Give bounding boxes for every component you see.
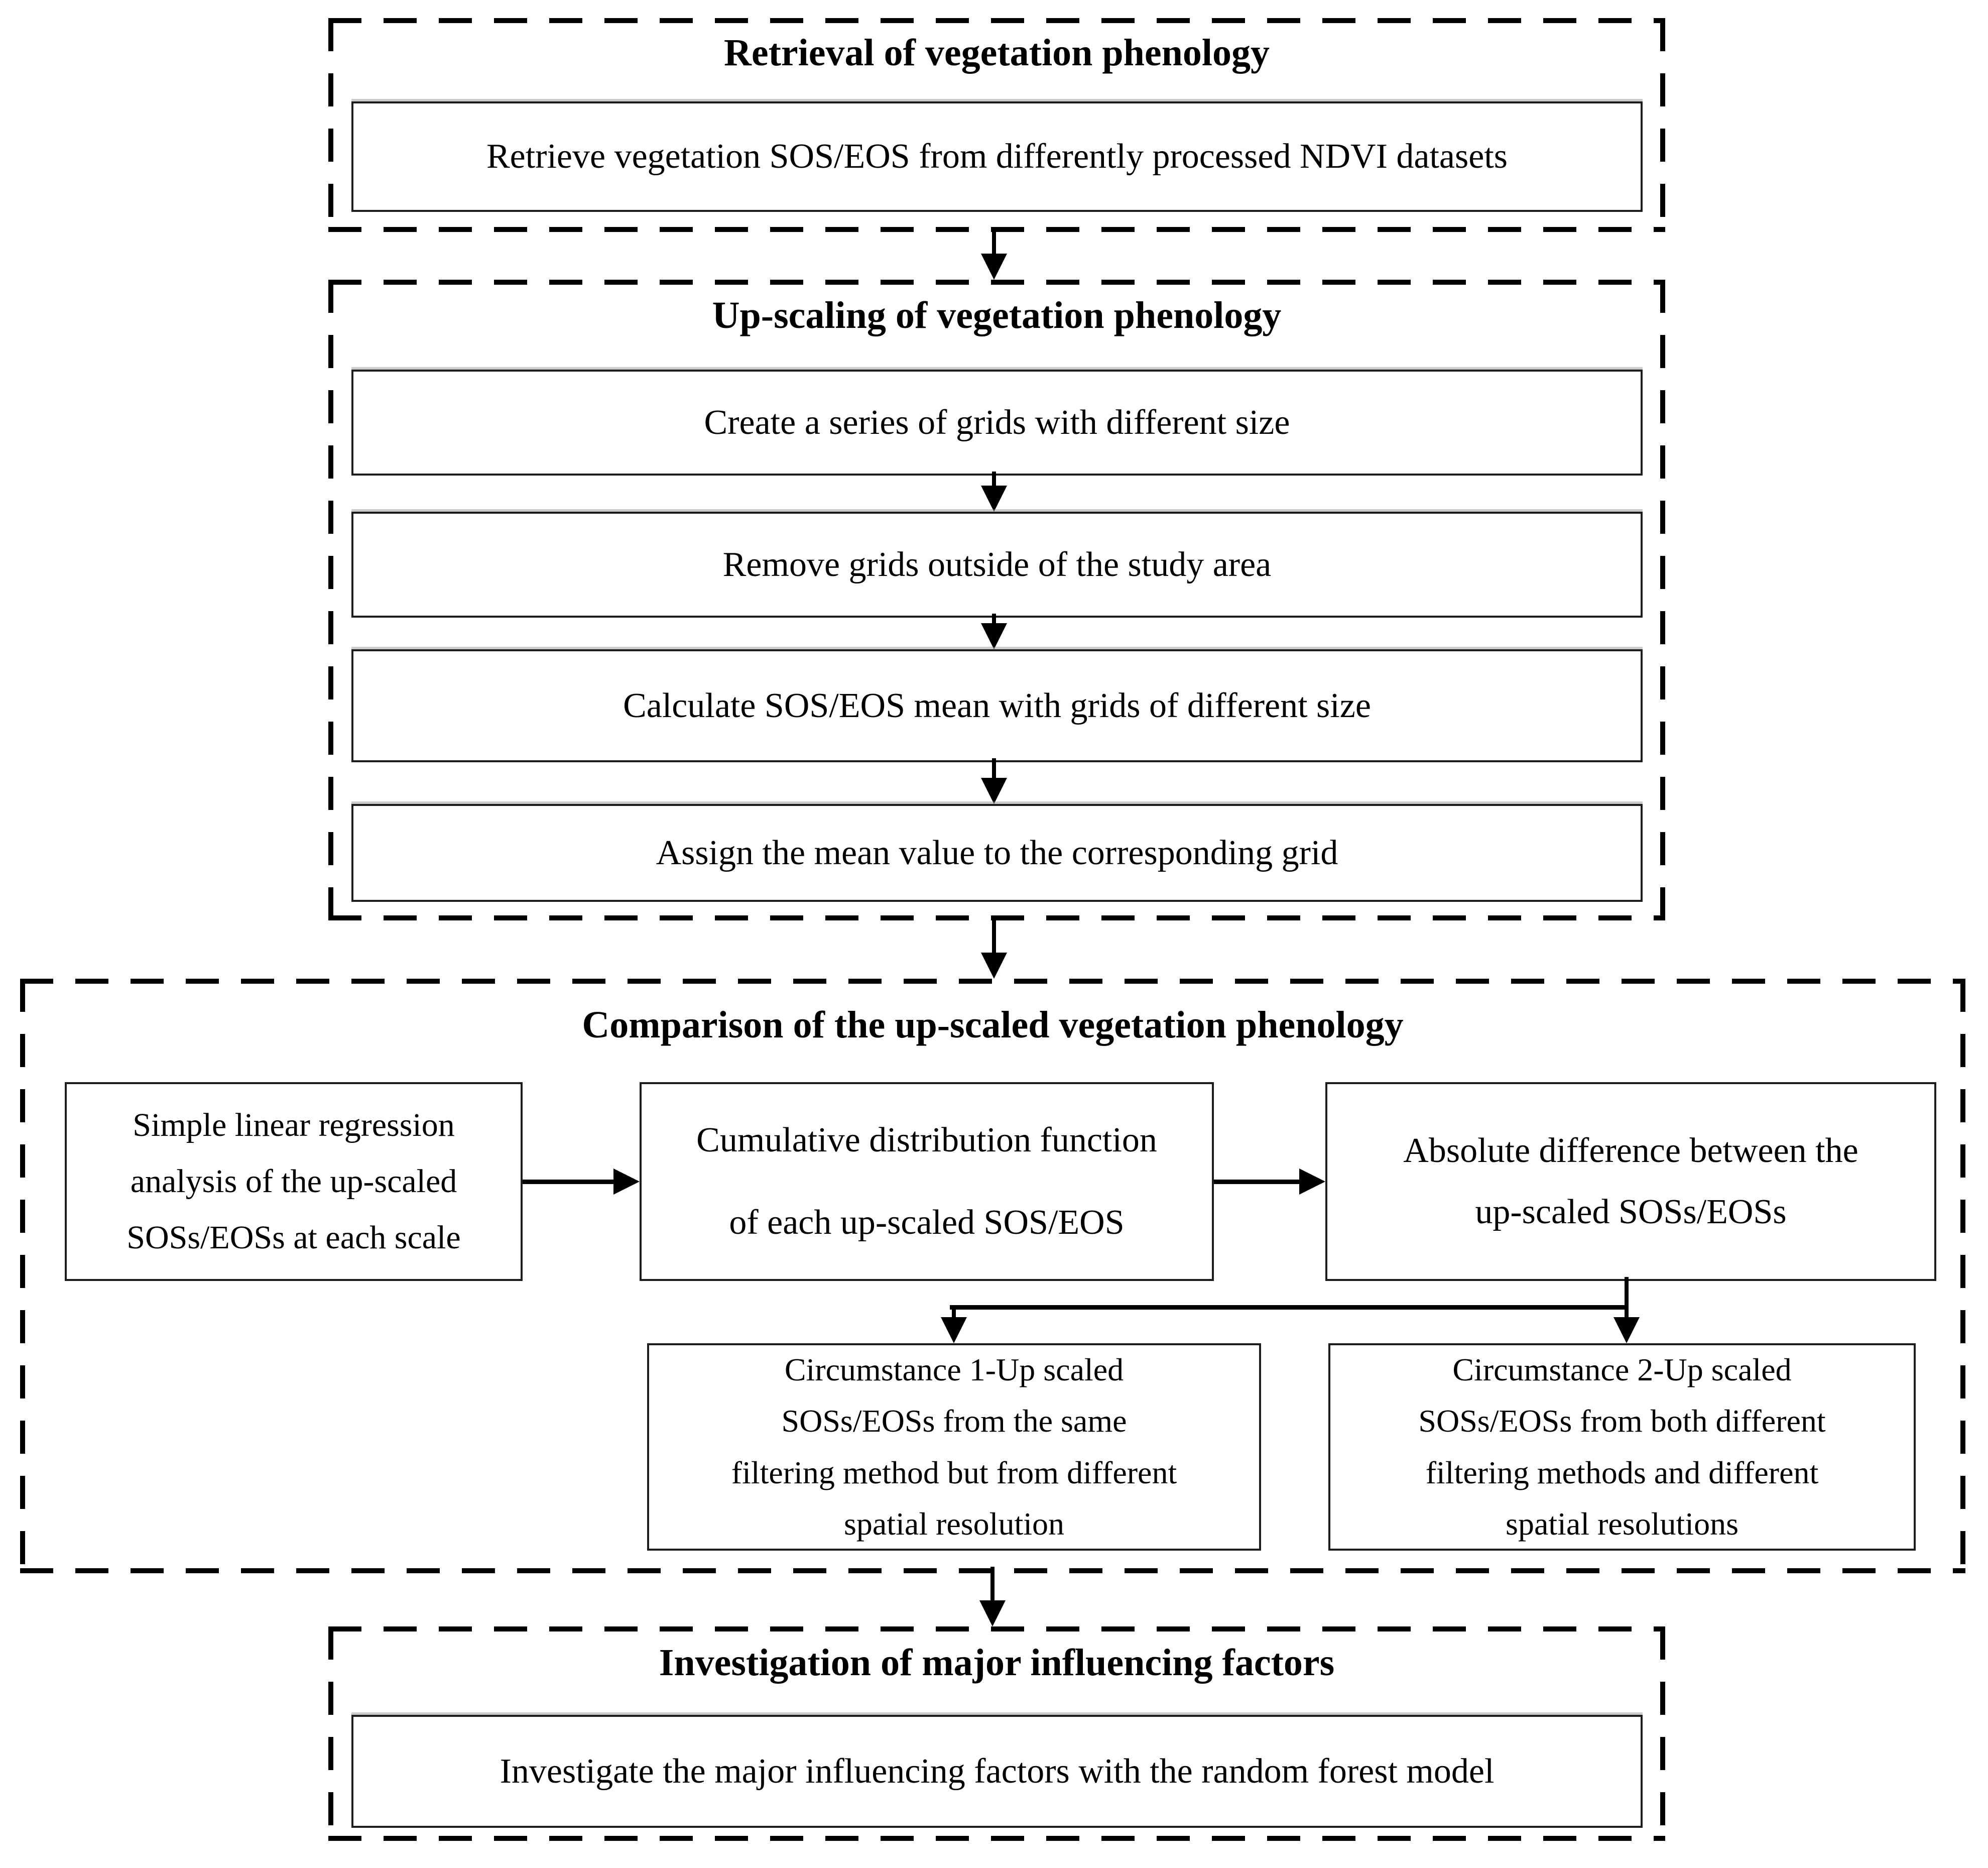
down-arrow-shaft <box>992 232 996 256</box>
down-arrow-shaft <box>952 1305 956 1320</box>
retrieval-step-text: Retrieve vegetation SOS/EOS from differe… <box>486 137 1508 176</box>
right-arrow-head-icon <box>1299 1169 1325 1195</box>
branch-drop-line <box>1625 1277 1629 1310</box>
upscaling-step-text: Remove grids outside of the study area <box>722 545 1272 584</box>
right-arrow-shaft <box>1214 1180 1302 1184</box>
comparison-cdf-box: Cumulative distribution function of each… <box>640 1082 1214 1281</box>
upscaling-step-box: Calculate SOS/EOS mean with grids of dif… <box>351 649 1643 762</box>
box-line: Circumstance 2-Up scaled <box>1452 1351 1792 1387</box>
box-line: spatial resolutions <box>1506 1505 1738 1542</box>
box-line: Absolute difference between the <box>1403 1131 1858 1170</box>
circumstance-1-box: Circumstance 1-Up scaled SOSs/EOSs from … <box>647 1343 1261 1551</box>
down-arrow-head-icon <box>1613 1317 1640 1343</box>
upscaling-step-box: Assign the mean value to the correspondi… <box>351 804 1643 902</box>
box-line: filtering method but from different <box>731 1454 1177 1490</box>
down-arrow-shaft <box>992 614 996 626</box>
upscaling-step-text: Create a series of grids with different … <box>704 403 1290 442</box>
right-arrow-head-icon <box>613 1169 640 1195</box>
comparison-absdiff-box: Absolute difference between the up-scale… <box>1325 1082 1936 1281</box>
section-comparison-title: Comparison of the up-scaled vegetation p… <box>582 1004 1404 1046</box>
investigation-step-text: Investigate the major influencing factor… <box>500 1752 1495 1791</box>
right-arrow-shaft <box>523 1180 616 1184</box>
box-line: Simple linear regression <box>133 1106 455 1143</box>
down-arrow-head-icon <box>981 623 1007 649</box>
down-arrow-head-icon <box>981 486 1007 512</box>
retrieval-step-box: Retrieve vegetation SOS/EOS from differe… <box>351 101 1643 212</box>
down-arrow-shaft <box>992 920 996 955</box>
down-arrow-shaft <box>992 758 996 780</box>
down-arrow-head-icon <box>981 778 1007 804</box>
box-line: of each up-scaled SOS/EOS <box>729 1203 1125 1242</box>
box-line: up-scaled SOSs/EOSs <box>1475 1193 1787 1231</box>
box-line: SOSs/EOSs at each scale <box>127 1219 461 1256</box>
down-arrow-head-icon <box>979 1600 1006 1626</box>
box-line: SOSs/EOSs from both different <box>1418 1403 1826 1439</box>
down-arrow-head-icon <box>981 953 1007 979</box>
branch-horizontal-line <box>950 1305 1629 1310</box>
down-arrow-shaft <box>990 1567 995 1603</box>
box-line: Cumulative distribution function <box>696 1120 1157 1159</box>
circumstance-2-box: Circumstance 2-Up scaled SOSs/EOSs from … <box>1328 1343 1916 1551</box>
down-arrow-head-icon <box>981 254 1007 280</box>
box-line: spatial resolution <box>843 1505 1065 1542</box>
upscaling-step-box: Remove grids outside of the study area <box>351 512 1643 618</box>
down-arrow-shaft <box>992 472 996 488</box>
down-arrow-head-icon <box>941 1317 967 1343</box>
section-investigation-title: Investigation of major influencing facto… <box>659 1642 1335 1684</box>
section-retrieval-title: Retrieval of vegetation phenology <box>723 32 1270 74</box>
box-line: analysis of the up-scaled <box>130 1162 457 1200</box>
box-line: Circumstance 1-Up scaled <box>784 1351 1124 1387</box>
comparison-regression-box: Simple linear regression analysis of the… <box>65 1082 523 1281</box>
upscaling-step-text: Calculate SOS/EOS mean with grids of dif… <box>623 686 1371 725</box>
section-upscaling-title: Up-scaling of vegetation phenology <box>712 294 1282 336</box>
upscaling-step-text: Assign the mean value to the correspondi… <box>656 833 1338 872</box>
box-line: SOSs/EOSs from the same <box>781 1403 1127 1439</box>
investigation-step-box: Investigate the major influencing factor… <box>351 1715 1643 1828</box>
box-line: filtering methods and different <box>1425 1454 1819 1490</box>
down-arrow-shaft <box>1625 1305 1629 1320</box>
upscaling-step-box: Create a series of grids with different … <box>351 370 1643 476</box>
